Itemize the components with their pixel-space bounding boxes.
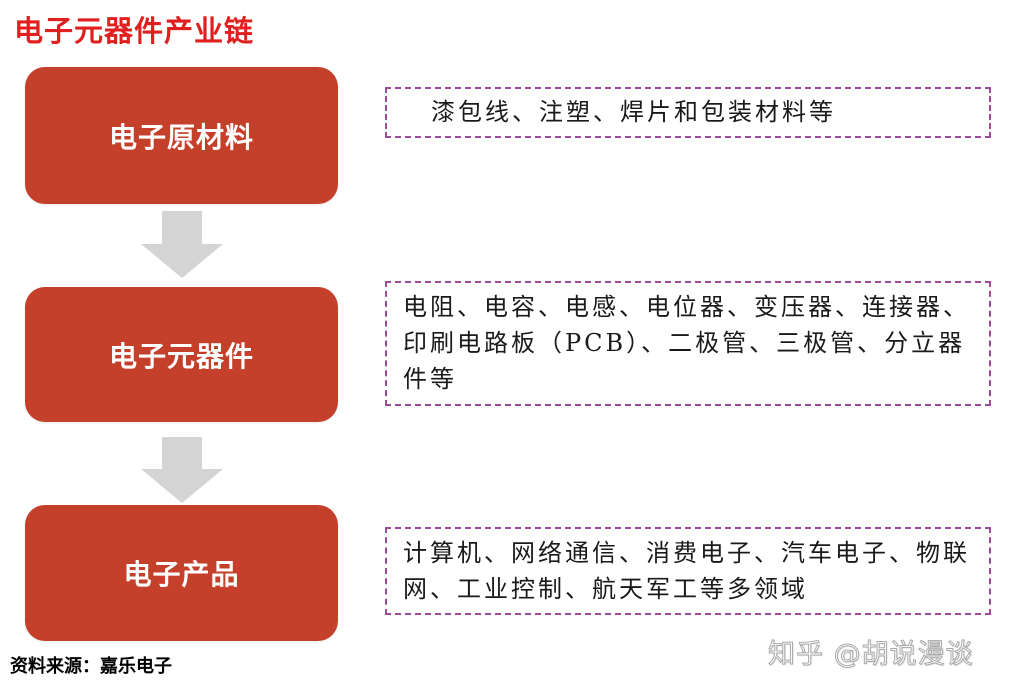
page-title: 电子元器件产业链 <box>14 14 255 48</box>
stage-box-components: 电子元器件 <box>25 287 338 422</box>
detail-box-components: 电阻、电容、电感、电位器、变压器、连接器、印刷电路板（PCB）、二极管、三极管、… <box>385 281 991 406</box>
detail-text: 计算机、网络通信、消费电子、汽车电子、物联网、工业控制、航天军工等多领域 <box>403 539 970 603</box>
stage-box-electronic-products: 电子产品 <box>25 505 338 641</box>
watermark: 知乎 @胡说漫谈 <box>768 639 974 671</box>
source-note: 资料来源：嘉乐电子 <box>10 656 172 677</box>
detail-text: 漆包线、注塑、焊片和包装材料等 <box>431 98 836 126</box>
down-arrow-icon <box>141 211 223 278</box>
stage-label: 电子原材料 <box>108 120 254 154</box>
detail-box-electronic-products: 计算机、网络通信、消费电子、汽车电子、物联网、工业控制、航天军工等多领域 <box>385 527 991 615</box>
stage-box-raw-materials: 电子原材料 <box>25 67 338 204</box>
detail-text: 电阻、电容、电感、电位器、变压器、连接器、印刷电路板（PCB）、二极管、三极管、… <box>403 293 970 393</box>
detail-box-raw-materials: 漆包线、注塑、焊片和包装材料等 <box>385 87 991 138</box>
stage-label: 电子元器件 <box>108 339 254 373</box>
stage-label: 电子产品 <box>123 558 240 591</box>
down-arrow-icon <box>141 437 223 503</box>
